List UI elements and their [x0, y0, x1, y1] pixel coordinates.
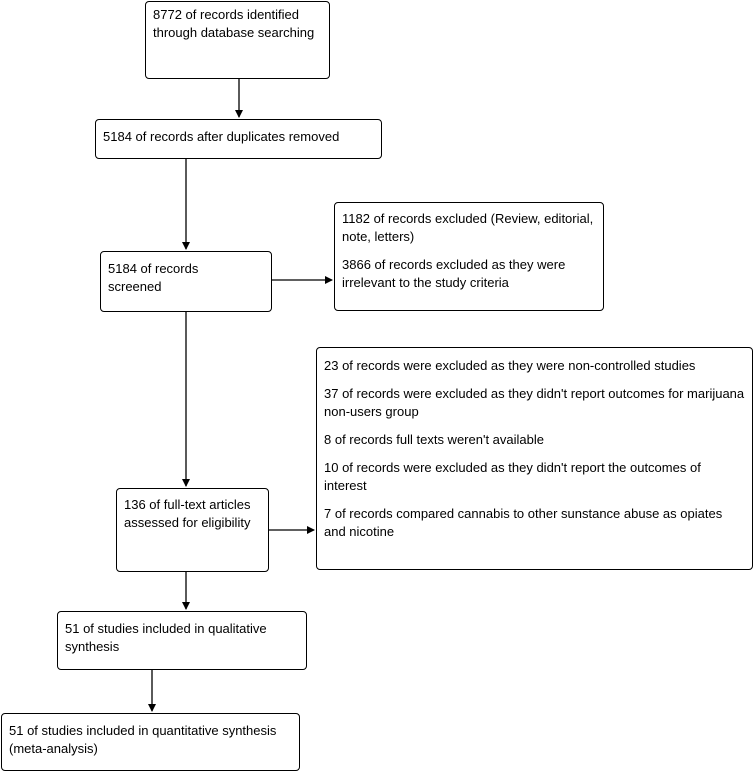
excluded-screening-item: 1182 of records excluded (Review, editor…	[342, 211, 594, 244]
box-excluded-screening: 1182 of records excluded (Review, editor…	[334, 202, 604, 311]
records-identified-text: 8772 of records identified through datab…	[153, 7, 315, 40]
box-records-identified: 8772 of records identified through datab…	[145, 1, 330, 79]
records-screened-text: 5184 of records screened	[108, 261, 199, 294]
box-excluded-fulltext: 23 of records were excluded as they were…	[316, 347, 753, 570]
excluded-fulltext-item: 7 of records compared cannabis to other …	[324, 506, 723, 539]
box-qualitative-synthesis: 51 of studies included in qualitative sy…	[57, 611, 307, 670]
box-records-screened: 5184 of records screened	[100, 251, 272, 312]
excluded-fulltext-item: 10 of records were excluded as they didn…	[324, 460, 701, 493]
fulltext-eligibility-text: 136 of full-text articles assessed for e…	[124, 497, 251, 530]
excluded-fulltext-item: 23 of records were excluded as they were…	[324, 358, 696, 373]
box-duplicates-removed: 5184 of records after duplicates removed	[95, 119, 382, 159]
box-quantitative-synthesis: 51 of studies included in quantitative s…	[1, 713, 300, 771]
qualitative-synthesis-text: 51 of studies included in qualitative sy…	[65, 621, 267, 654]
excluded-fulltext-item: 37 of records were excluded as they didn…	[324, 386, 745, 419]
duplicates-removed-text: 5184 of records after duplicates removed	[103, 129, 340, 144]
quantitative-synthesis-text: 51 of studies included in quantitative s…	[9, 723, 277, 756]
excluded-screening-item: 3866 of records excluded as they were ir…	[342, 257, 566, 290]
box-fulltext-eligibility: 136 of full-text articles assessed for e…	[116, 488, 269, 572]
excluded-fulltext-item: 8 of records full texts weren't availabl…	[324, 432, 544, 447]
